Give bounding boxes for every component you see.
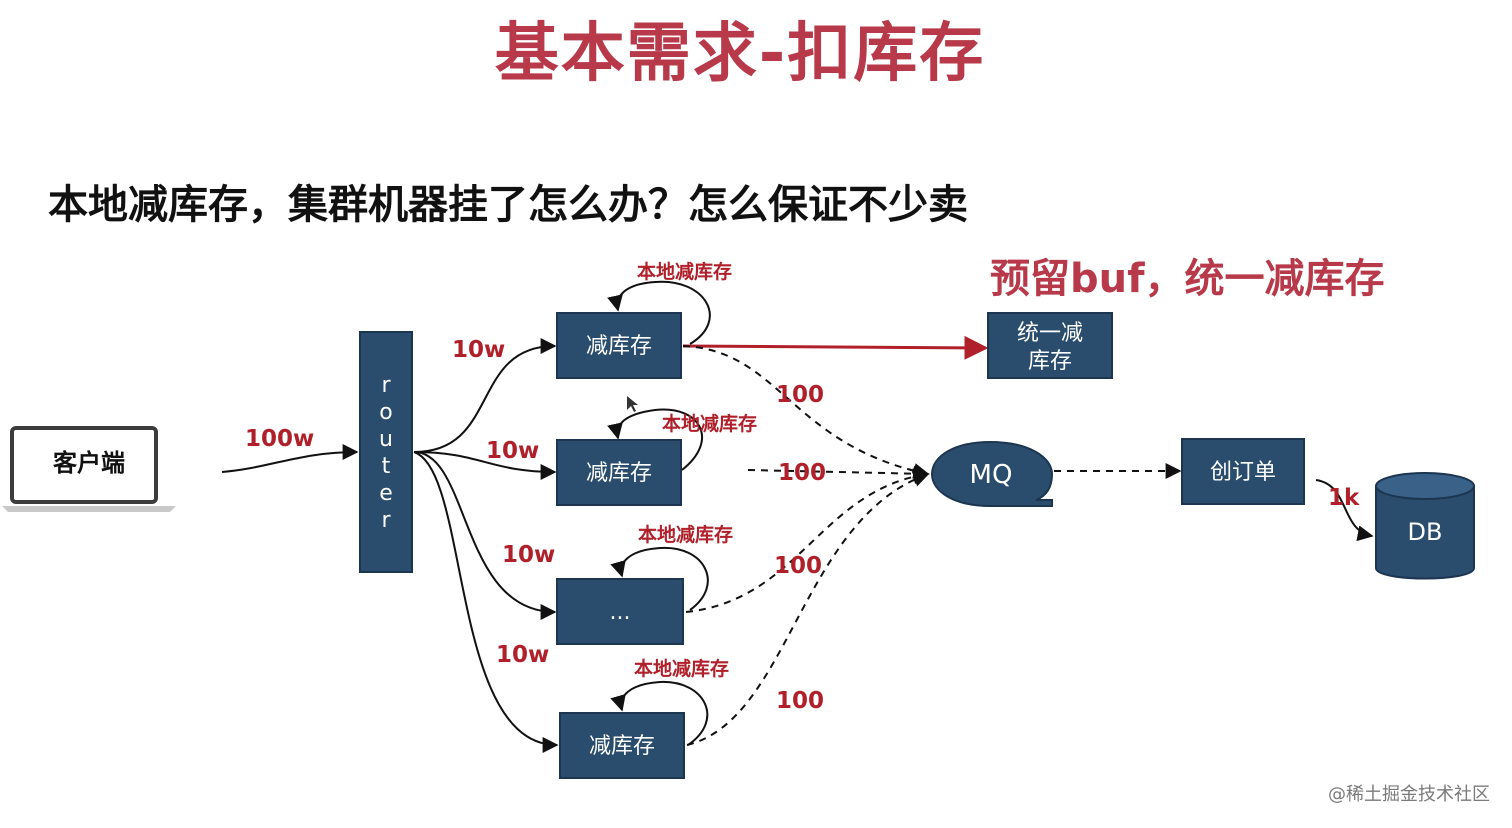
solution-highlight: 预留buf，统一减库存 <box>990 256 1385 302</box>
label-router-worker-4: 10w <box>496 642 549 668</box>
cursor-icon <box>627 396 638 412</box>
arrow-worker2-mq <box>747 465 930 482</box>
self-loop-label-3: 本地减库存 <box>638 523 733 546</box>
create-order-label: 创订单 <box>1210 460 1276 485</box>
label-worker3-mq: 100 <box>774 553 822 579</box>
worker-node-1: 减库存 <box>556 312 682 379</box>
create-order-node: 创订单 <box>1181 438 1305 505</box>
database-node: DB <box>1375 472 1475 580</box>
arrow-worker1-mq <box>682 345 930 479</box>
label-worker2-mq: 100 <box>778 460 826 486</box>
label-client-router: 100w <box>245 426 314 452</box>
client-node: 客户端 <box>2 426 176 512</box>
label-router-worker-1: 10w <box>452 337 505 363</box>
unified-deduct-node: 统一减 库存 <box>987 312 1113 379</box>
self-loop-1 <box>607 280 711 345</box>
question-text: 本地减库存，集群机器挂了怎么办？怎么保证不少卖 <box>48 182 968 228</box>
router-letter-o: o <box>379 400 392 425</box>
worker-node-2: 减库存 <box>556 439 682 506</box>
unified-label-line2: 库存 <box>1028 349 1072 374</box>
label-router-worker-2: 10w <box>486 438 539 464</box>
router-letter-u: u <box>379 427 393 452</box>
worker-node-4: 减库存 <box>559 712 685 779</box>
arrow-worker-unified <box>682 335 989 360</box>
worker-label-1: 减库存 <box>586 334 652 359</box>
self-loop-4 <box>610 680 709 746</box>
database-label: DB <box>1408 518 1443 546</box>
label-router-worker-3: 10w <box>502 542 555 568</box>
self-loop-label-2: 本地减库存 <box>662 412 757 435</box>
arrow-order-db <box>1315 479 1374 542</box>
self-loop-label-1: 本地减库存 <box>637 260 732 283</box>
arrow-worker4-mq <box>686 471 930 746</box>
worker-node-3: ... <box>556 578 684 645</box>
watermark: @稀土掘金技术社区 <box>1328 784 1490 805</box>
arrow-router-worker-1 <box>413 338 557 453</box>
arrow-router-worker-2 <box>413 451 557 480</box>
worker-label-3: ... <box>610 600 631 625</box>
self-loop-2 <box>607 408 703 471</box>
worker-label-4: 减库存 <box>589 734 655 759</box>
mq-label: MQ <box>970 460 1013 490</box>
self-loop-label-4: 本地减库存 <box>634 657 729 680</box>
router-letter-e: e <box>379 481 393 506</box>
label-order-db: 1k <box>1328 485 1360 511</box>
mq-node: MQ <box>930 440 1054 507</box>
page-title: 基本需求-扣库存 <box>494 17 986 91</box>
router-letter-t: t <box>382 454 391 479</box>
router-letter-r2: r <box>381 508 391 533</box>
router-letter-r: r <box>381 373 391 398</box>
label-worker4-mq: 100 <box>776 688 824 714</box>
arrow-router-worker-3 <box>413 451 557 620</box>
client-label: 客户端 <box>53 449 125 477</box>
label-worker1-mq: 100 <box>776 382 824 408</box>
router-node: r o u t e r <box>359 331 413 573</box>
unified-label-line1: 统一减 <box>1017 321 1083 346</box>
arrow-router-worker-4 <box>413 451 559 753</box>
arrow-client-router <box>221 444 359 473</box>
self-loop-3 <box>610 546 709 611</box>
arrow-worker3-mq <box>685 468 930 613</box>
worker-label-2: 减库存 <box>586 461 652 486</box>
